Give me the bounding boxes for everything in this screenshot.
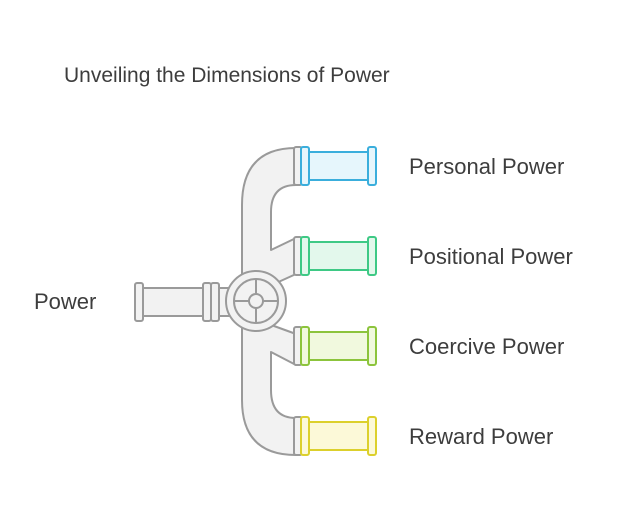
manifold-collars xyxy=(293,146,303,456)
source-label: Power xyxy=(34,289,97,314)
output-pipes xyxy=(300,146,377,456)
valve-icon xyxy=(225,270,287,332)
output-label-reward-power: Reward Power xyxy=(409,424,554,449)
output-label-coercive-power: Coercive Power xyxy=(409,334,565,359)
output-pipe-coercive-power xyxy=(300,326,377,366)
output-label-personal-power: Personal Power xyxy=(409,154,565,179)
output-label-positional-power: Positional Power xyxy=(409,244,573,269)
output-pipe-personal-power xyxy=(300,146,377,186)
input-pipe xyxy=(134,282,231,322)
diagram-title: Unveiling the Dimensions of Power xyxy=(64,64,390,87)
output-pipe-positional-power xyxy=(300,236,377,276)
output-pipe-reward-power xyxy=(300,416,377,456)
